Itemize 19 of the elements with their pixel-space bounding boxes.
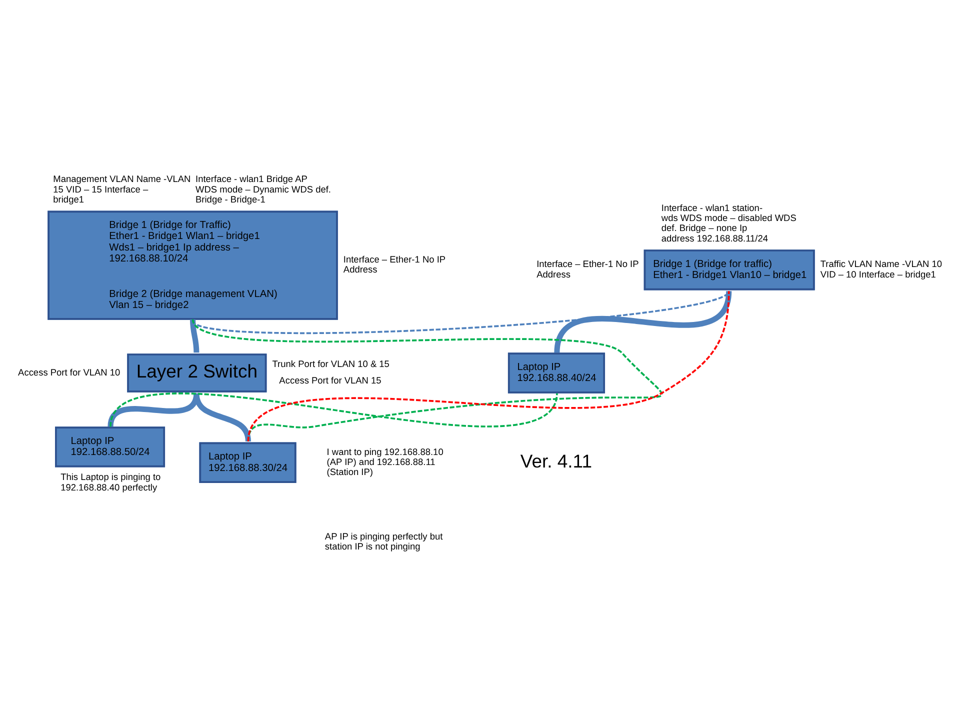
connector (192, 318, 662, 442)
node-label: Interface – Ether-1 No IP Address (536, 258, 639, 279)
label: Ver. 4.11 (520, 450, 592, 471)
node-label: Management VLAN Name -VLAN 15 VID – 15 Interface – bridge1 (53, 174, 191, 204)
node-label: Interface - wlan1 Bridge AP WDS mode – Dynamic WDS def. Bridge - Bridge-1 (196, 174, 332, 204)
connector (247, 290, 730, 442)
node-label: Interface - wlan1 station-wds WDS mode – disabled WDS def. Bridge – none Ip address 192.168.88.11/24 (661, 202, 796, 243)
label: I want to ping 192.168.88.10 (AP IP) and 192.168.88.11 (Station IP) (326, 446, 444, 477)
node-label: Interface – Ether-1 No IP Address (343, 254, 446, 274)
connector (110, 392, 558, 427)
node-label: Trunk Port for VLAN 10 & 15 (272, 358, 390, 368)
connector (194, 392, 251, 442)
node-label: Access Port for VLAN 15 (279, 375, 382, 386)
connector (554, 290, 732, 353)
node-label: Access Port for VLAN 10 (18, 366, 120, 377)
label: AP IP is pinging perfectly but station IP is not pinging (324, 530, 443, 552)
connector (190, 318, 200, 352)
node-label: This Laptop is pinging to 192.168.88.40 perfectly (60, 472, 161, 492)
node-label: Traffic VLAN Name -VLAN 10 VID – 10 Interface – bridge1 (820, 258, 942, 279)
